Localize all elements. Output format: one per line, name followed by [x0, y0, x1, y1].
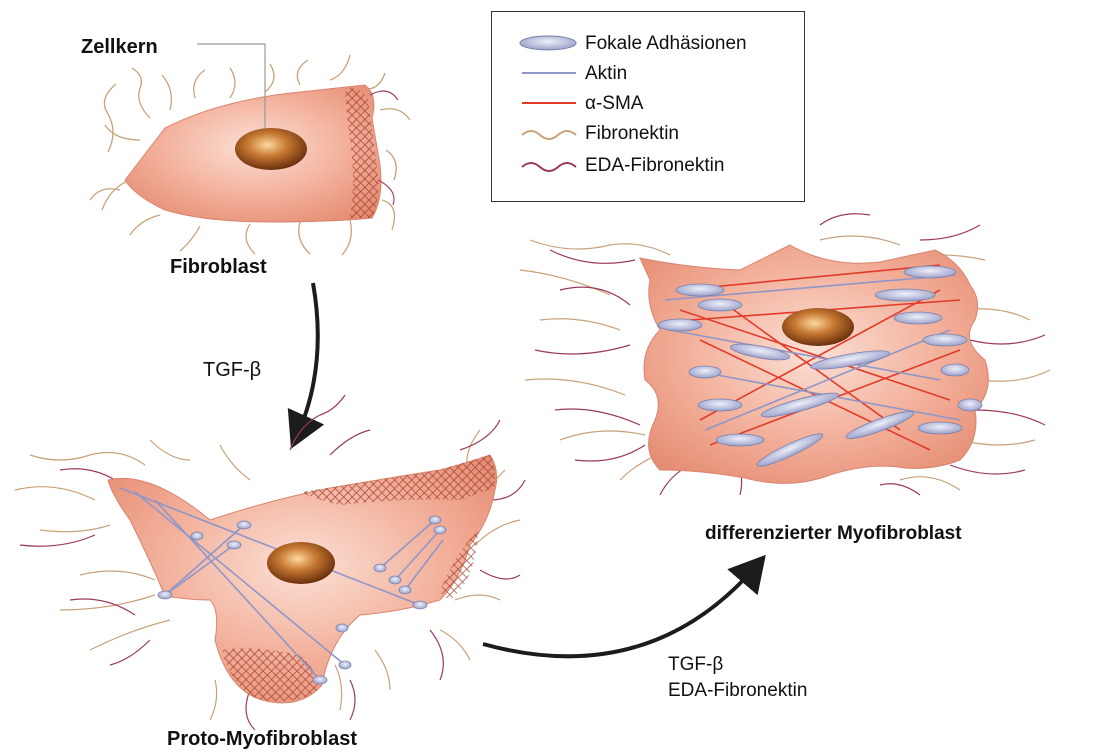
legend-item-fibronectin: Fibronektin — [492, 120, 804, 146]
legend-label-fibronectin: Fibronektin — [585, 123, 679, 145]
eda-fibronectin-wave-icon — [510, 152, 580, 178]
tgf-beta-label-2: TGF-β — [668, 654, 723, 676]
eda-fibronektin-label: EDA-Fibronektin — [668, 680, 807, 702]
myo-nucleus — [782, 308, 854, 346]
legend-item-focal-adhesions: Fokale Adhäsionen — [492, 30, 804, 56]
myofibroblast-cell — [520, 214, 1050, 495]
proto-myofibroblast-label: Proto-Myofibroblast — [167, 728, 357, 751]
actin-line-icon — [510, 60, 580, 86]
fibronectin-wave-icon — [510, 120, 580, 146]
legend-item-alpha-sma: α-SMA — [492, 90, 804, 116]
legend-label-alpha-sma: α-SMA — [585, 93, 643, 115]
legend-item-eda-fibronectin: EDA-Fibronektin — [492, 152, 804, 178]
focal-adhesion-ellipse-icon — [510, 30, 580, 56]
fibroblast-nucleus — [235, 128, 307, 170]
arrow-proto-to-myofibroblast — [483, 564, 758, 656]
legend-label-actin: Aktin — [585, 63, 627, 85]
zellkern-label: Zellkern — [81, 36, 158, 59]
fibroblast-label: Fibroblast — [170, 256, 267, 279]
legend-label-eda-fibronectin: EDA-Fibronektin — [585, 155, 724, 177]
proto-nucleus — [267, 542, 335, 584]
alpha-sma-line-icon — [510, 90, 580, 116]
fibroblast-cell — [90, 55, 410, 255]
legend-box: Fokale Adhäsionen Aktin α-SMA Fibronekti… — [491, 11, 805, 202]
arrow-fibroblast-to-proto — [296, 283, 318, 438]
tgf-beta-label-1: TGF-β — [203, 359, 261, 382]
proto-crosshatch-top — [300, 455, 495, 505]
proto-myofibroblast-cell — [15, 395, 525, 730]
legend-item-actin: Aktin — [492, 60, 804, 86]
legend-label-focal-adhesions: Fokale Adhäsionen — [585, 33, 747, 55]
differenzierter-myofibroblast-label: differenzierter Myofibroblast — [705, 523, 962, 545]
